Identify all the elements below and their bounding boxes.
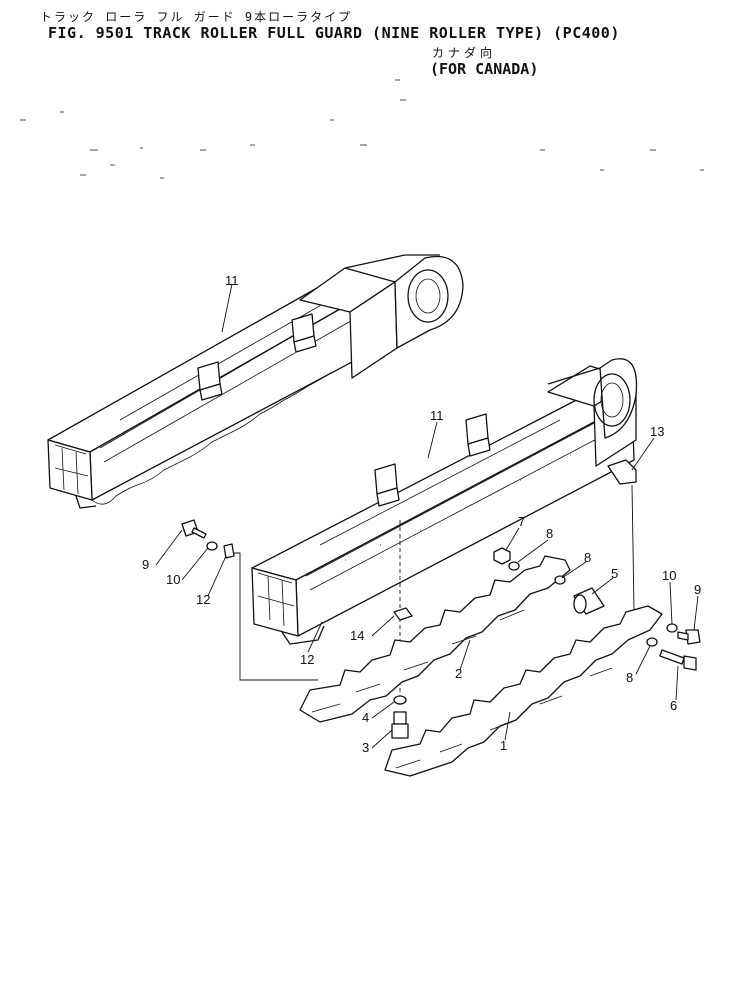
callout-9-right: 9 (694, 582, 701, 597)
callout-3: 3 (362, 740, 369, 755)
japanese-title: トラック ローラ フル ガード 9本ローラタイプ (40, 10, 353, 24)
washer-10-left (206, 541, 218, 551)
callout-11-lower: 11 (430, 408, 444, 423)
callout-4: 4 (362, 710, 369, 725)
roller-guard-1 (384, 605, 663, 777)
plate-14 (393, 607, 413, 621)
bolt-9-right (677, 629, 701, 645)
leader-lines (155, 283, 699, 749)
figure-title: FIG. 9501 TRACK ROLLER FULL GUARD (NINE … (48, 24, 620, 42)
callout-14: 14 (350, 628, 364, 643)
callout-8-right: 8 (626, 670, 633, 685)
callout-9-left: 9 (142, 557, 149, 572)
scan-speckles (20, 79, 704, 179)
washer-10-right (666, 623, 678, 633)
assembly-leader-right (631, 484, 635, 611)
callout-10-left: 10 (166, 572, 180, 587)
bolt-9-left (181, 519, 207, 539)
track-frame-upper (47, 254, 464, 509)
track-frame-lower (251, 358, 638, 645)
callout-labels: 11 11 13 7 8 8 5 10 9 9 10 12 12 14 2 4 … (142, 273, 701, 755)
nut-7 (493, 547, 511, 565)
callout-6: 6 (670, 698, 677, 713)
washer-4 (393, 695, 407, 705)
guard-bracket-13 (607, 459, 637, 485)
callout-5: 5 (611, 566, 618, 581)
callout-8-mid: 8 (584, 550, 591, 565)
washer-8-top (508, 561, 520, 571)
region-label: (FOR CANADA) (430, 60, 539, 78)
spacer-5 (573, 587, 605, 615)
callout-2: 2 (455, 666, 462, 681)
callout-10-right: 10 (662, 568, 676, 583)
washer-8-right (646, 637, 658, 647)
japanese-region: カナダ向 (432, 46, 497, 60)
callout-12-left: 12 (196, 592, 210, 607)
bolt-3 (391, 711, 409, 739)
callout-11-upper: 11 (225, 273, 239, 288)
callout-13: 13 (650, 424, 664, 439)
callout-1: 1 (500, 738, 507, 753)
callout-7: 7 (518, 514, 525, 529)
bolt-6 (659, 649, 697, 671)
callout-12-center: 12 (300, 652, 314, 667)
roller-guard-2 (299, 555, 571, 723)
plate-12-left (223, 543, 235, 559)
callout-8-top: 8 (546, 526, 553, 541)
